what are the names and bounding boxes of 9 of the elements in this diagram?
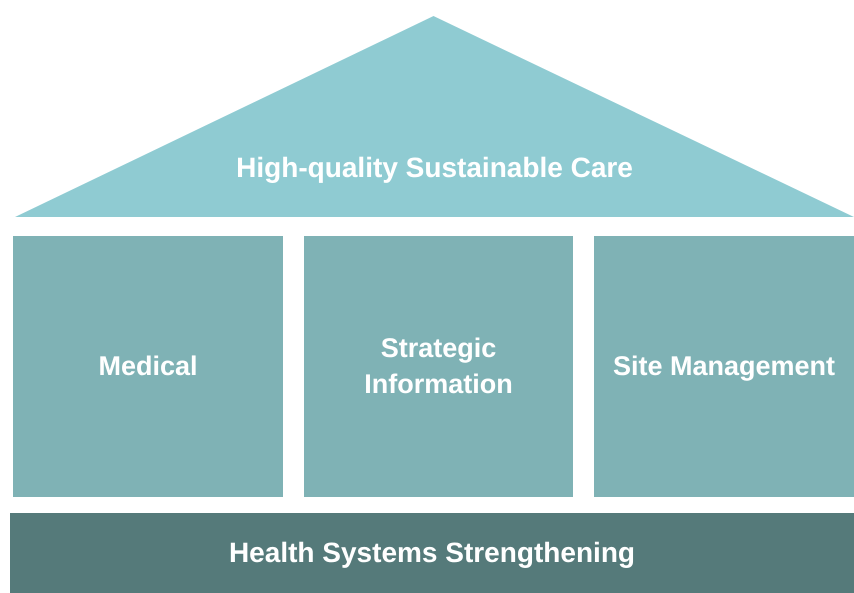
- box-label: High-quality Sustainable Care: [236, 151, 633, 186]
- pillar-box: [13, 236, 283, 497]
- foundation-bar: [10, 513, 854, 593]
- box-label: Strategic Information: [363, 332, 514, 400]
- box-label: Site Management: [612, 350, 836, 383]
- box-label: Medical: [98, 350, 198, 383]
- pillar-box: [594, 236, 854, 497]
- box-label: Health Systems Strengthening: [228, 536, 636, 570]
- pillar-box: [304, 236, 573, 497]
